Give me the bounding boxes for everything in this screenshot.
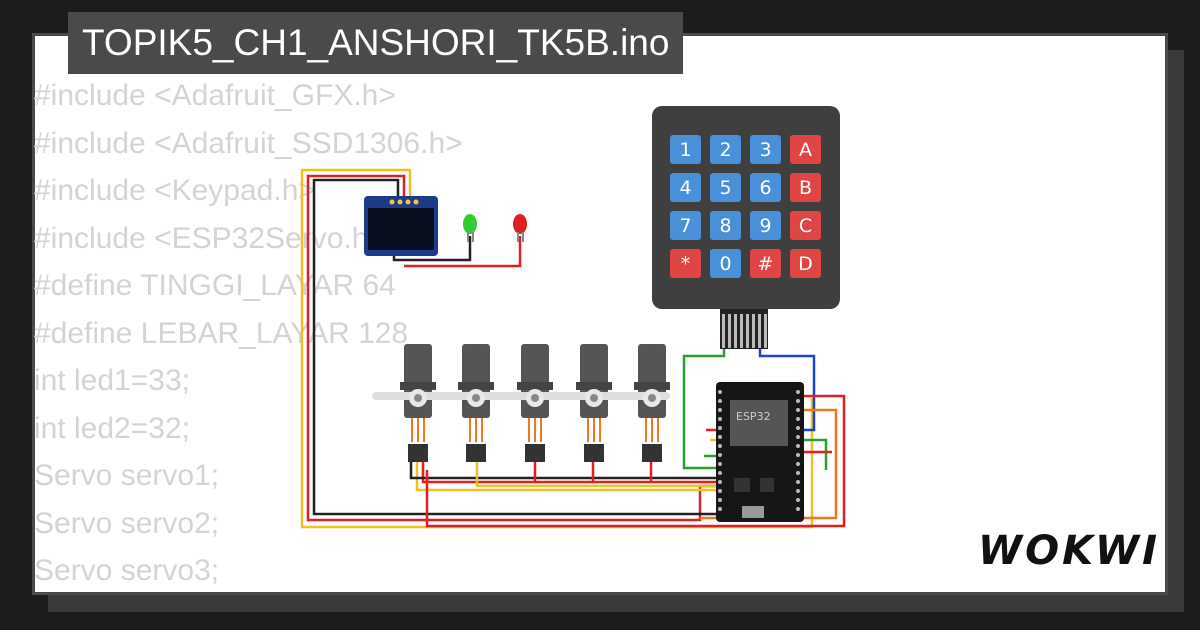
servo-motor-icon[interactable] [372,344,436,462]
keypad-key-C[interactable]: C [790,211,821,240]
keypad-key-3[interactable]: 3 [750,135,781,164]
code-line: Servo servo3; [34,554,220,587]
keypad-key-label: B [799,177,812,199]
file-title: TOPIK5_CH1_ANSHORI_TK5B.ino [68,12,684,74]
keypad-key-label: 6 [759,177,771,199]
code-line: Servo servo2; [34,506,220,540]
oled-display-icon[interactable] [364,196,438,256]
keypad-key-6[interactable]: 6 [750,173,781,202]
wire-led-red [404,236,522,268]
servo-motor-icon[interactable] [430,344,494,462]
code-line: int led1=33; [34,364,190,397]
keypad-key-label: 0 [719,253,731,275]
keypad-key-label: A [799,139,812,161]
keypad-key-label: 7 [679,215,691,237]
wire-servo1-ground [409,462,718,480]
wire-servo1-signal [415,462,718,492]
wire-servo1-power [421,462,718,484]
keypad-key-1[interactable]: 1 [670,135,701,164]
code-line: #define TINGGI_LAYAR 64 [34,269,396,302]
keypad-key-5[interactable]: 5 [710,173,741,202]
keypad-key-A[interactable]: A [790,135,821,164]
keypad-key-9[interactable]: 9 [750,211,781,240]
keypad-key-B[interactable]: B [790,173,821,202]
keypad-key-label: 2 [719,139,731,161]
keypad-key-label: # [758,253,774,275]
keypad-key-8[interactable]: 8 [710,211,741,240]
esp32-board-icon[interactable]: ESP32 [716,382,804,522]
keypad-key-2[interactable]: 2 [710,135,741,164]
code-line: int led2=32; [34,411,190,445]
code-line: Servo servo1; [34,459,220,492]
keypad-key-label: * [681,253,691,275]
keypad-icon[interactable]: 1 2 3 A 4 5 6 B 7 8 9 C * 0 # D [652,106,840,349]
code-line: #include <ESP32Servo.h> [34,221,386,255]
keypad-key-label: C [799,215,812,237]
wire-rail-red [425,394,846,528]
servo-motor-icon[interactable] [606,344,670,462]
keypad-key-4[interactable]: 4 [670,173,701,202]
code-line: #include <Adafruit_SSD1306.h> [34,126,463,160]
keypad-key-label: 1 [679,139,691,161]
servo-motor-icon[interactable] [548,344,612,462]
wokwi-logo: WOKWI [978,528,1161,574]
keypad-key-label: 4 [679,177,691,199]
servo-group [372,344,670,462]
green-led-icon[interactable] [463,214,477,242]
keypad-keys: 1 2 3 A 4 5 6 B 7 8 9 C * 0 # D [670,135,821,278]
board-label: ESP32 [736,410,771,423]
preview-card[interactable] [32,33,1168,595]
keypad-key-*[interactable]: * [670,249,701,278]
keypad-key-label: 9 [759,215,771,237]
wire-oled-black [312,178,716,516]
keypad-key-0[interactable]: 0 [710,249,741,278]
keypad-key-7[interactable]: 7 [670,211,701,240]
wire-keypad-blue [758,348,816,432]
keypad-key-label: D [798,253,813,275]
code-line: #include <Keypad.h> [34,174,316,207]
wire-esp-green-right [804,438,828,470]
keypad-key-label: 8 [719,215,731,237]
red-led-icon[interactable] [513,214,527,242]
code-line: #include <Adafruit_GFX.h> [34,79,396,112]
keypad-key-#[interactable]: # [750,249,781,278]
wire-servo2-signal [475,462,718,488]
servo-motor-icon[interactable] [489,344,553,462]
code-preview: #include <Adafruit_GFX.h> #include <Adaf… [34,72,463,595]
wire-oled-yellow [300,168,814,529]
keypad-key-D[interactable]: D [790,249,821,278]
keypad-key-label: 5 [719,177,731,199]
wire-keypad-green [682,348,726,470]
keypad-key-label: 3 [759,139,771,161]
wires [300,168,846,529]
